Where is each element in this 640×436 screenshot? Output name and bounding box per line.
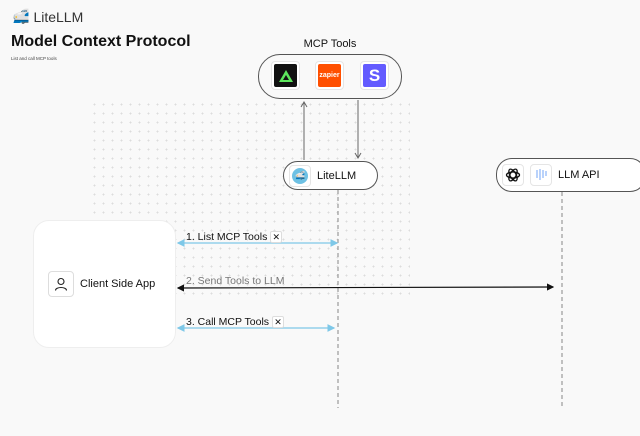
llm-provider-icon (530, 164, 552, 186)
arrow-step-2 (176, 283, 555, 292)
triangle-logo-icon (278, 69, 293, 82)
litellm-node: 🚅 LiteLLM (283, 161, 378, 190)
litellm-train-icon: 🚅 (12, 8, 30, 24)
tool-zapier: zapier (315, 61, 344, 90)
page-title: Model Context Protocol (11, 33, 191, 50)
llm-api-node: LLM API (496, 158, 640, 192)
step-3-label: 3. Call MCP Tools✕ (186, 316, 285, 328)
wrench-screwdriver-icon: ✕ (272, 316, 285, 328)
step-2-label: 2. Send Tools to LLM (186, 275, 285, 287)
step-1-label: 1. List MCP Tools✕ (186, 231, 283, 243)
tool-stripe: S (360, 61, 389, 90)
litellm-logo-icon: 🚅 (289, 164, 311, 187)
user-icon (48, 271, 74, 297)
openai-icon (502, 164, 524, 186)
mcp-tools-label: MCP Tools (303, 38, 357, 50)
page-subtitle: List and call MCP tools (11, 56, 57, 61)
client-label: Client Side App (80, 278, 156, 290)
tool-green-triangle (271, 61, 300, 90)
logo: 🚅 LiteLLM (12, 8, 84, 25)
wrench-screwdriver-icon: ✕ (270, 231, 283, 243)
